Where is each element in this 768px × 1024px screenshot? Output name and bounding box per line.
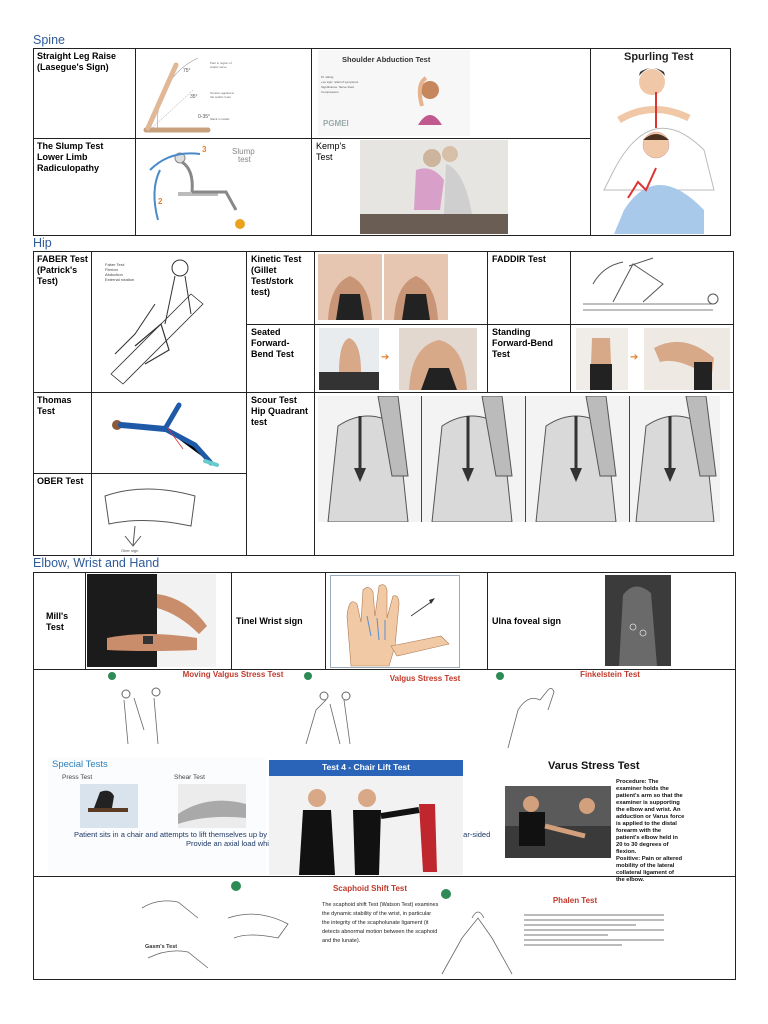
spine-table <box>33 48 731 236</box>
scaphoid-shift-slide <box>138 878 314 978</box>
shoulder-abduction-image: Shoulder Abduction Test Pt. sitting +ve … <box>318 50 470 136</box>
press-test-photo <box>80 784 138 828</box>
seated-forward-bend-photo-1 <box>319 328 379 390</box>
varus-stress-title: Varus Stress Test <box>548 760 640 772</box>
phalen-text-lines <box>524 911 664 949</box>
kinetic-photo-1 <box>318 254 382 320</box>
seated-forward-bend-photo-2 <box>399 328 477 390</box>
kemps-test-label: Kemp's Test <box>316 141 346 162</box>
standing-forward-bend-label: Standing Forward-Bend Test <box>492 327 554 359</box>
scour-panel-3 <box>526 396 630 522</box>
moving-valgus-title: Moving Valgus Stress Test <box>182 670 284 679</box>
svg-text:Faber Test:: Faber Test: <box>105 262 125 267</box>
standing-arrow-icon: ➔ <box>630 352 639 363</box>
tinel-wrist-diagram <box>330 575 460 668</box>
svg-text:sciatic nerve: sciatic nerve <box>210 65 227 69</box>
hip-table <box>33 251 734 556</box>
svg-text:Compression: Compression <box>321 90 339 94</box>
thomas-label: Thomas Test <box>37 395 72 416</box>
ober-label: OBER Test <box>37 476 84 486</box>
straight-leg-raise-diagram: 75° 35° 0-35° Pain in region of sciatic … <box>138 50 268 136</box>
svg-text:the sciatic roots: the sciatic roots <box>210 95 231 99</box>
scour-panel-4 <box>630 396 720 522</box>
phalen-slide-image <box>432 878 522 978</box>
svg-text:Ober sign: Ober sign <box>121 548 138 553</box>
svg-text:3: 3 <box>202 145 207 154</box>
shear-test-photo <box>178 784 246 828</box>
scour-panel-2 <box>422 396 526 522</box>
chair-lift-slide <box>269 760 463 875</box>
slump-test-label: The Slump Test Lower Limb Radiculopathy <box>37 141 104 173</box>
finkelstein-slide <box>488 670 658 750</box>
svg-text:Flexion: Flexion <box>105 267 118 272</box>
section-title-spine: Spine <box>33 33 65 47</box>
kinetic-label: Kinetic Test (Gillet Test/stork test) <box>251 254 302 297</box>
varus-stress-text: Procedure: The examiner holds the patien… <box>616 779 685 883</box>
standing-forward-bend-photo-1 <box>576 328 628 390</box>
gasm-test-label: Gasm's Test <box>145 944 178 950</box>
svg-text:75°: 75° <box>183 68 191 74</box>
spurling-test-title: Spurling Test <box>624 51 694 63</box>
shear-test-label: Shear Test <box>174 774 205 781</box>
pgmei-logo: PGMEI <box>323 119 349 128</box>
straight-leg-raise-label: Straight Leg Raise (Lasegue's Sign) <box>37 51 117 72</box>
valgus-stress-title: Valgus Stress Test <box>389 674 461 683</box>
chair-lift-title: Test 4 - Chair Lift Test <box>321 762 410 772</box>
ulna-foveal-sign-label: Ulna foveal sign <box>492 616 562 626</box>
svg-text:Significance: Nerve Root: Significance: Nerve Root <box>321 85 354 89</box>
kinetic-photo-2 <box>384 254 448 320</box>
phalen-title: Phalen Test <box>552 896 598 905</box>
press-test-label: Press Test <box>62 774 93 781</box>
thomas-test-image <box>95 395 244 471</box>
faddir-diagram <box>573 254 731 322</box>
ober-test-diagram: Ober sign <box>95 476 205 554</box>
svg-text:+ve sign: relief of symptoms: +ve sign: relief of symptoms <box>321 80 359 84</box>
svg-text:Abduction: Abduction <box>105 272 123 277</box>
svg-text:35°: 35° <box>190 94 198 100</box>
finkelstein-title: Finkelstein Test <box>580 670 640 679</box>
standing-forward-bend-photo-2 <box>644 328 730 390</box>
faber-label: FABER Test (Patrick's Test) <box>37 254 88 286</box>
svg-text:Tension applied to: Tension applied to <box>210 91 235 95</box>
kemps-test-photo <box>360 140 508 234</box>
svg-text:Pain in region of: Pain in region of <box>210 61 232 65</box>
scaphoid-shift-text: The scaphoid shift Test (Watson Test) ex… <box>322 902 439 944</box>
valgus-stress-slide <box>300 670 490 750</box>
special-tests-title: Special Tests <box>52 759 108 770</box>
svg-text:External rotation: External rotation <box>105 277 134 282</box>
ulna-foveal-photo <box>605 575 671 666</box>
mills-test-photo <box>87 574 216 667</box>
section-title-elbow-wrist-hand: Elbow, Wrist and Hand <box>33 556 160 570</box>
svg-text:Slack in sciatic: Slack in sciatic <box>210 117 230 121</box>
moving-valgus-slide <box>104 670 300 750</box>
scour-label: Scour Test Hip Quadrant test <box>251 395 309 427</box>
scaphoid-shift-title: Scaphoid Shift Test <box>332 884 408 893</box>
svg-text:0-35°: 0-35° <box>198 114 210 120</box>
section-title-hip: Hip <box>33 236 52 250</box>
faddir-label: FADDIR Test <box>492 254 546 264</box>
mills-test-label: Mill's Test <box>46 611 69 632</box>
faber-diagram: Faber Test: Flexion Abduction External r… <box>95 254 244 390</box>
tinel-wrist-sign-label: Tinel Wrist sign <box>236 616 303 626</box>
elbow-table <box>33 572 736 980</box>
scour-panel-1 <box>318 396 422 522</box>
shoulder-abduction-title: Shoulder Abduction Test <box>342 55 431 64</box>
seated-arrow-icon: ➔ <box>381 352 390 363</box>
spurling-test-image: Spurling Test <box>594 50 728 234</box>
svg-text:2: 2 <box>158 197 163 206</box>
varus-stress-photo <box>505 786 611 858</box>
seated-forward-bend-label: Seated Forward- Bend Test <box>251 327 294 359</box>
svg-text:Pt. sitting: Pt. sitting <box>321 75 334 79</box>
